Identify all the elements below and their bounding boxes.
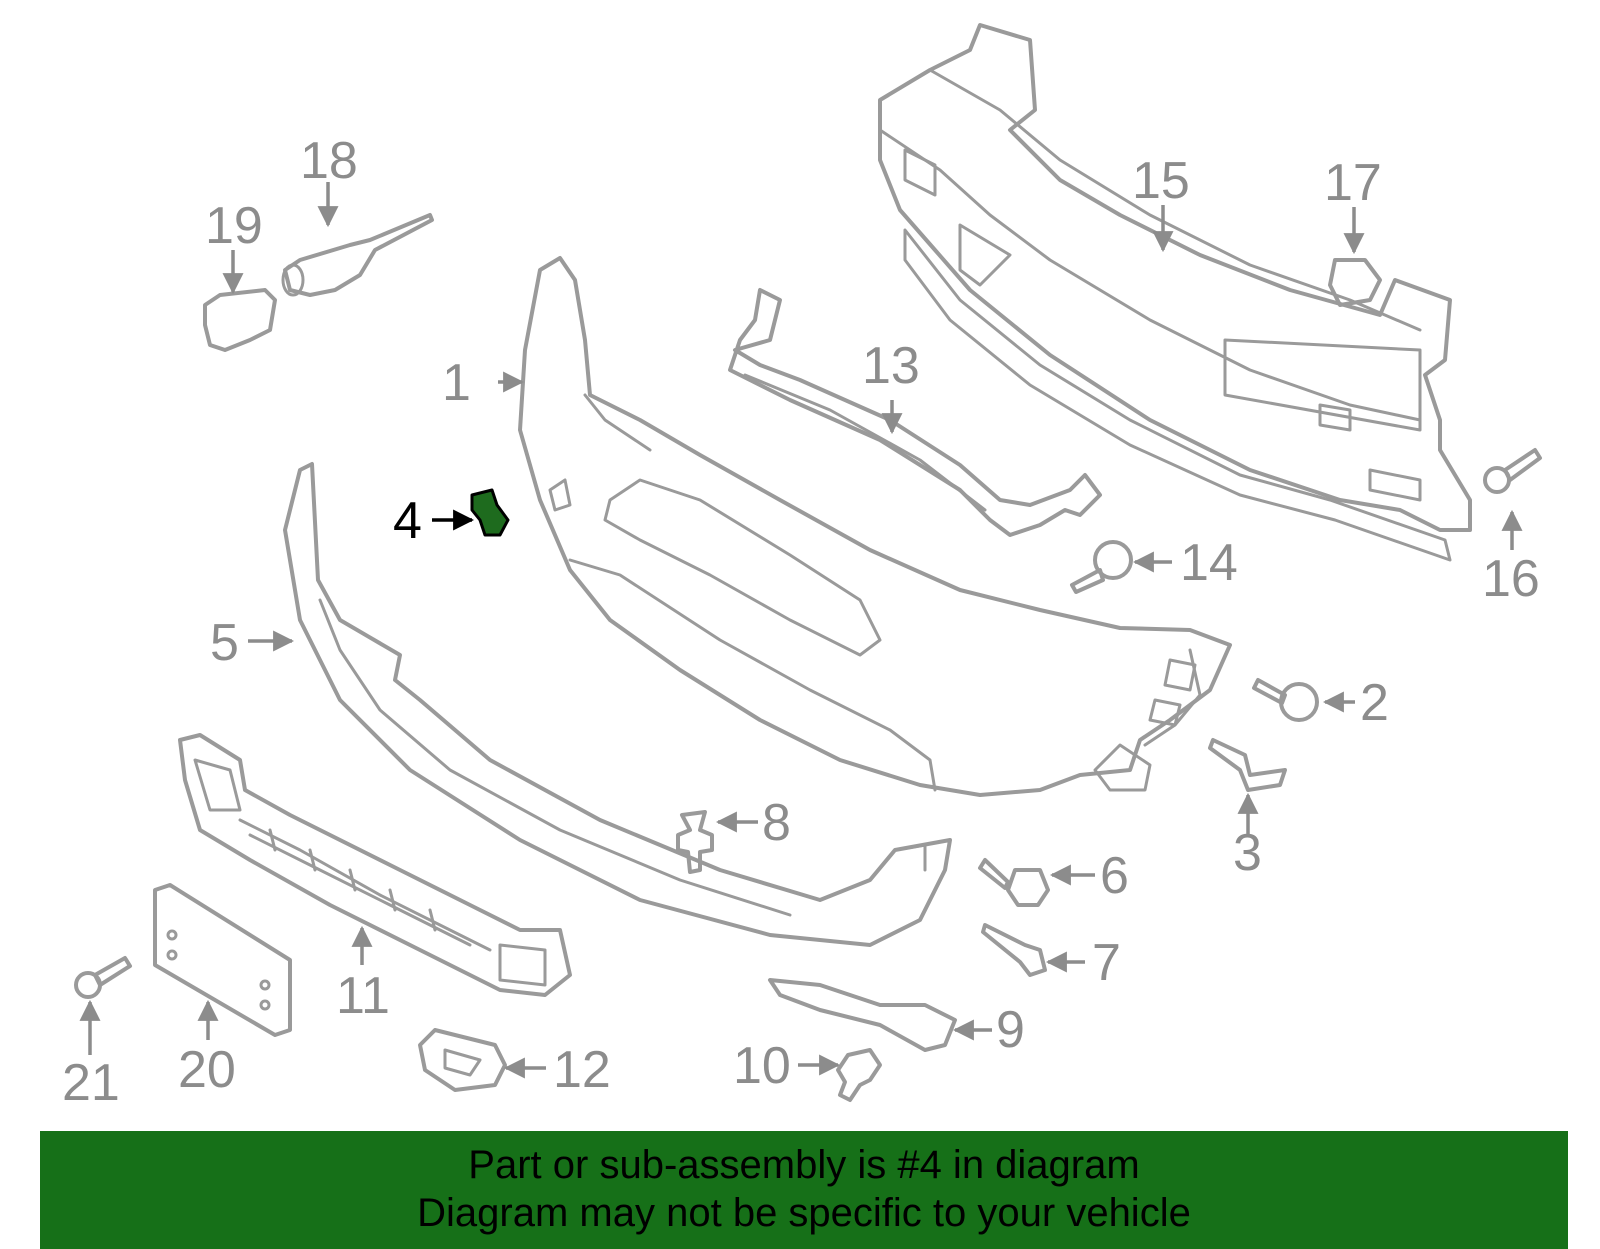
part-9-side-trim — [768, 978, 957, 1052]
callout-14: 14 — [1180, 534, 1238, 592]
banner-line-disclaimer: Diagram may not be specific to your vehi… — [417, 1191, 1191, 1235]
callout-16: 16 — [1482, 550, 1540, 608]
part-16-bolt — [1483, 448, 1542, 494]
callout-20: 20 — [178, 1041, 236, 1099]
callout-21: 21 — [62, 1054, 120, 1112]
part-14-screw — [1070, 540, 1133, 594]
part-3-rivet — [1208, 738, 1287, 792]
part-20-plate-bracket — [153, 883, 292, 1037]
callout-9: 9 — [996, 1001, 1025, 1059]
part-13-bracket — [728, 288, 1102, 537]
info-banner: Part or sub-assembly is #4 in diagram Di… — [40, 1131, 1568, 1249]
parts-diagram: 1 2 3 4 5 6 7 8 9 10 11 12 13 14 15 16 1… — [62, 23, 1542, 1112]
part-7-rivet — [981, 923, 1047, 977]
callout-6: 6 — [1100, 847, 1129, 905]
part-8-pushpin — [676, 810, 714, 874]
part-12-tow-cover — [418, 1028, 507, 1092]
callout-3: 3 — [1233, 824, 1262, 882]
callout-8: 8 — [762, 794, 791, 852]
part-18-sensor — [281, 213, 434, 297]
callout-18: 18 — [300, 132, 358, 190]
callout-2: 2 — [1360, 674, 1389, 732]
part-2-screw — [1252, 678, 1319, 722]
callout-15: 15 — [1132, 152, 1190, 210]
part-1-bumper-cover — [518, 256, 1232, 797]
part-21-bolt — [74, 956, 132, 999]
part-5-lower-spoiler — [283, 462, 952, 947]
part-11-lower-grille — [178, 733, 572, 997]
callout-1: 1 — [442, 354, 471, 412]
callout-5: 5 — [210, 614, 239, 672]
callout-12: 12 — [553, 1041, 611, 1099]
callout-17: 17 — [1324, 154, 1382, 212]
callout-labels: 1 2 3 4 5 6 7 8 9 10 11 12 13 14 15 16 1… — [62, 132, 1540, 1112]
callout-arrows — [79, 182, 1523, 1079]
part-4-clip-highlighted — [470, 488, 510, 537]
part-15-reinforcement-beam — [878, 23, 1472, 562]
callout-4: 4 — [393, 492, 422, 550]
part-17-nut — [1328, 258, 1382, 307]
callout-11: 11 — [336, 967, 390, 1025]
callout-10: 10 — [733, 1037, 791, 1095]
callout-19: 19 — [205, 197, 263, 255]
part-6-bolt — [978, 858, 1050, 907]
part-19-connector — [203, 288, 277, 352]
banner-line-part-number: Part or sub-assembly is #4 in diagram — [468, 1143, 1140, 1187]
callout-13: 13 — [862, 337, 920, 395]
callout-7: 7 — [1092, 934, 1121, 992]
part-10-pushpin — [836, 1048, 882, 1102]
